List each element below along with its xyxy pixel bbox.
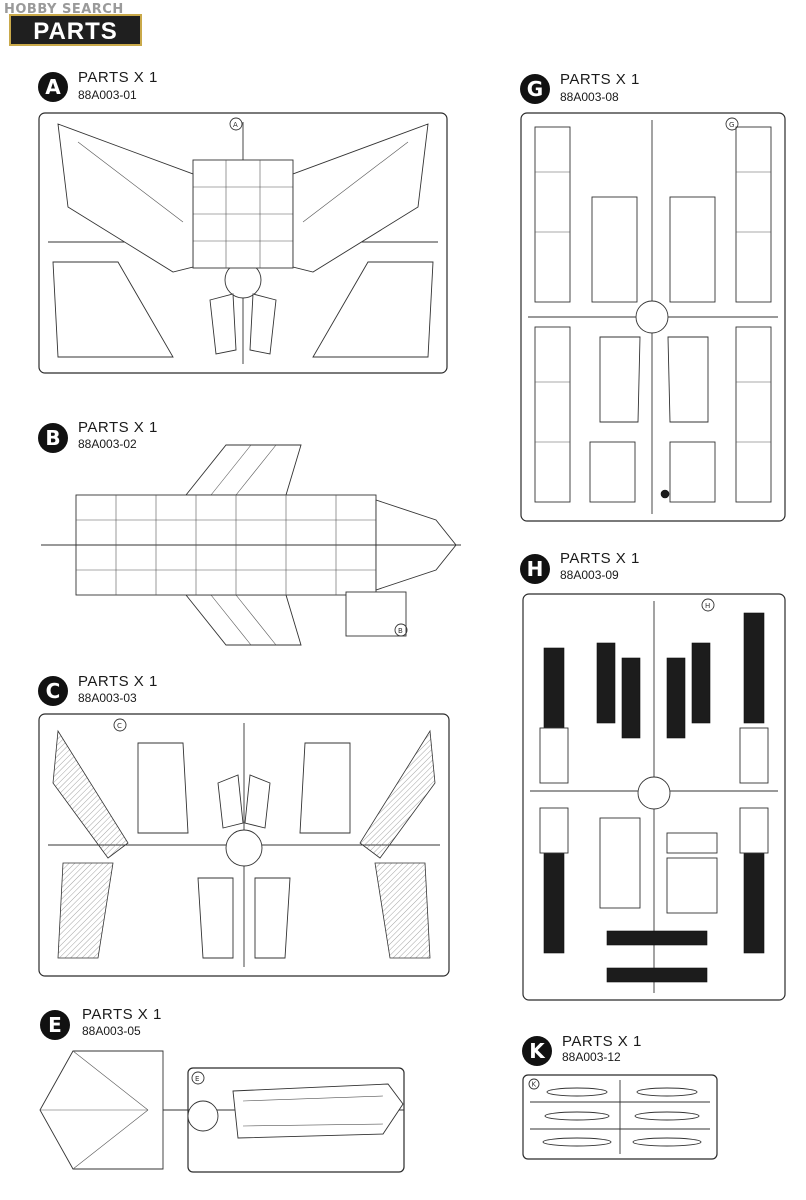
section-h-title: PARTS X 1: [560, 550, 640, 567]
section-e-code: 88A003-05: [82, 1024, 141, 1038]
section-h-badge: H: [520, 554, 550, 584]
section-a-code: 88A003-01: [78, 88, 137, 102]
section-a-title: PARTS X 1: [78, 69, 158, 86]
svg-text:H: H: [705, 602, 710, 610]
section-k-code: 88A003-12: [562, 1050, 621, 1064]
section-g-code: 88A003-08: [560, 90, 619, 104]
section-g-badge: G: [520, 74, 550, 104]
section-b-title: PARTS X 1: [78, 419, 158, 436]
sprue-a-diagram: A: [38, 112, 448, 374]
section-h-code: 88A003-09: [560, 568, 619, 582]
section-k-title: PARTS X 1: [562, 1033, 642, 1050]
svg-text:E: E: [195, 1075, 199, 1083]
section-e-title: PARTS X 1: [82, 1006, 162, 1023]
sprue-g-diagram: G: [520, 112, 786, 522]
watermark: HOBBY SEARCH: [4, 2, 124, 17]
svg-text:K: K: [532, 1081, 537, 1089]
section-c-badge: C: [38, 676, 68, 706]
svg-text:A: A: [233, 121, 238, 129]
sprue-h-diagram: H: [522, 593, 786, 1001]
svg-text:G: G: [729, 121, 734, 129]
section-e-badge: E: [40, 1010, 70, 1040]
section-k-badge: K: [522, 1036, 552, 1066]
sprue-e-diagram: E: [39, 1050, 405, 1173]
sprue-c-diagram: C: [38, 713, 450, 977]
page-header: PARTS: [9, 14, 142, 46]
page-title: PARTS: [33, 18, 118, 45]
svg-text:B: B: [398, 627, 403, 635]
sprue-k-diagram: K: [522, 1074, 718, 1160]
section-g-title: PARTS X 1: [560, 71, 640, 88]
section-c-code: 88A003-03: [78, 691, 137, 705]
svg-text:C: C: [117, 722, 122, 730]
section-a-badge: A: [38, 72, 68, 102]
section-c-title: PARTS X 1: [78, 673, 158, 690]
section-b-badge: B: [38, 423, 68, 453]
section-b-code: 88A003-02: [78, 437, 137, 451]
sprue-b-diagram: B: [41, 444, 461, 646]
